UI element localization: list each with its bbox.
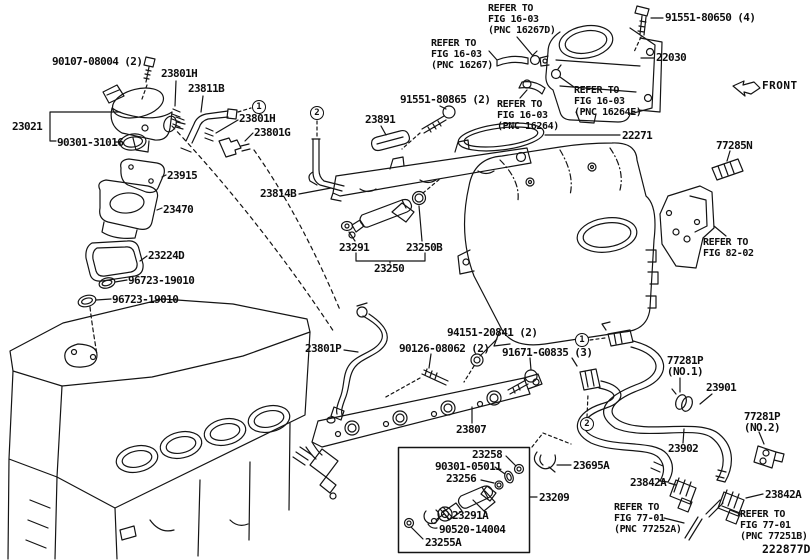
- part-label-23021: 23021: [12, 120, 43, 133]
- part-label-23842a-2: 23842A: [765, 488, 802, 501]
- part-label-23901: 23901: [706, 381, 737, 394]
- front-direction-label: FRONT: [762, 79, 798, 92]
- part-label-22271: 22271: [622, 129, 653, 142]
- fuel-hoses-drawing: [571, 321, 785, 541]
- ref-note-fig77-01-77252a: REFER TO FIG 77-01 (PNC 77252A): [614, 502, 682, 535]
- lower-fuel-rail-drawing: [292, 302, 572, 500]
- ref-note-fig82-02: REFER TO FIG 82-02: [703, 237, 754, 259]
- ref-note-fig16-03-16267: REFER TO FIG 16-03 (PNC 16267): [431, 38, 493, 71]
- part-label-90301-05011: 90301-05011: [435, 460, 502, 473]
- pump-pipe-drawing: [171, 80, 254, 158]
- part-label-91671-g0835: 91671-G0835 (3): [502, 346, 593, 359]
- throttle-body-drawing: [457, 5, 664, 152]
- part-label-23258: 23258: [472, 448, 503, 461]
- part-label-96723-2: 96723-19010: [112, 293, 179, 306]
- part-label-23291: 23291: [339, 241, 370, 254]
- part-label-23807: 23807: [456, 423, 487, 436]
- part-label-23801p: 23801P: [305, 342, 342, 355]
- bracket-77285-drawing: [659, 150, 744, 269]
- part-label-23891: 23891: [365, 113, 396, 126]
- part-label-94151-20841: 94151-20841 (2): [447, 326, 538, 339]
- part-label-90126-08062: 90126-08062 (2): [399, 342, 490, 355]
- part-label-23801h-1: 23801H: [161, 67, 198, 80]
- callout-2-pipe: 2: [310, 106, 324, 120]
- ref-note-fig16-03-16267d: REFER TO FIG 16-03 (PNC 16267D): [488, 3, 556, 36]
- injector-inset-box-drawing: [397, 446, 538, 554]
- callout-2-hose: 2: [580, 417, 594, 431]
- part-label-77281p-no2: 77281P (NO.2): [743, 410, 781, 434]
- part-label-22030: 22030: [656, 51, 687, 64]
- part-label-77281p-no1: 77281P (NO.1): [666, 354, 704, 378]
- upper-fuel-rail-drawing: [298, 105, 532, 264]
- intake-manifold-drawing: [457, 142, 659, 347]
- part-label-23801h-2: 23801H: [239, 112, 276, 125]
- part-label-96723-1: 96723-19010: [128, 274, 195, 287]
- part-label-91551-80650: 91551-80650 (4): [665, 11, 756, 24]
- part-label-90301-31016: 90301-31016: [57, 136, 124, 149]
- part-label-90107-08004: 90107-08004 (2): [52, 55, 143, 68]
- ref-note-fig16-03-16264e: REFER TO FIG 16-03 (PNC 16264E): [574, 85, 642, 118]
- front-arrow-icon: [732, 80, 761, 97]
- ref-note-fig16-03-16264: REFER TO FIG 16-03 (PNC 16264): [497, 99, 559, 132]
- part-label-23842a-1: 23842A: [630, 476, 667, 489]
- part-label-23250b: 23250B: [406, 241, 443, 254]
- part-label-23250: 23250: [374, 262, 405, 275]
- ref-note-fig77-01-77251b: REFER TO FIG 77-01 (PNC 77251B): [740, 509, 808, 542]
- part-label-23695a: 23695A: [573, 459, 610, 472]
- part-label-90520-14004: 90520-14004: [439, 523, 506, 536]
- part-label-23814b: 23814B: [260, 187, 297, 200]
- part-label-23255a: 23255A: [425, 536, 462, 549]
- part-label-23291a: 23291A: [452, 509, 489, 522]
- part-label-23470: 23470: [163, 203, 194, 216]
- part-label-23224d: 23224D: [148, 249, 185, 262]
- part-label-91551-80865: 91551-80865 (2): [400, 93, 491, 106]
- fuel-pump-drawing: [49, 56, 341, 356]
- callout-1-pipe: 1: [252, 100, 266, 114]
- part-label-23209: 23209: [539, 491, 570, 504]
- part-label-23915: 23915: [167, 169, 198, 182]
- part-label-77285n: 77285N: [716, 139, 753, 152]
- part-label-23902: 23902: [668, 442, 699, 455]
- callout-1-hose: 1: [575, 333, 589, 347]
- part-label-23811b: 23811B: [188, 82, 225, 95]
- engine-head-drawing: [7, 298, 311, 560]
- diagram-code: 222877D: [762, 542, 811, 556]
- part-label-23801g: 23801G: [254, 126, 291, 139]
- part-label-23256: 23256: [446, 472, 477, 485]
